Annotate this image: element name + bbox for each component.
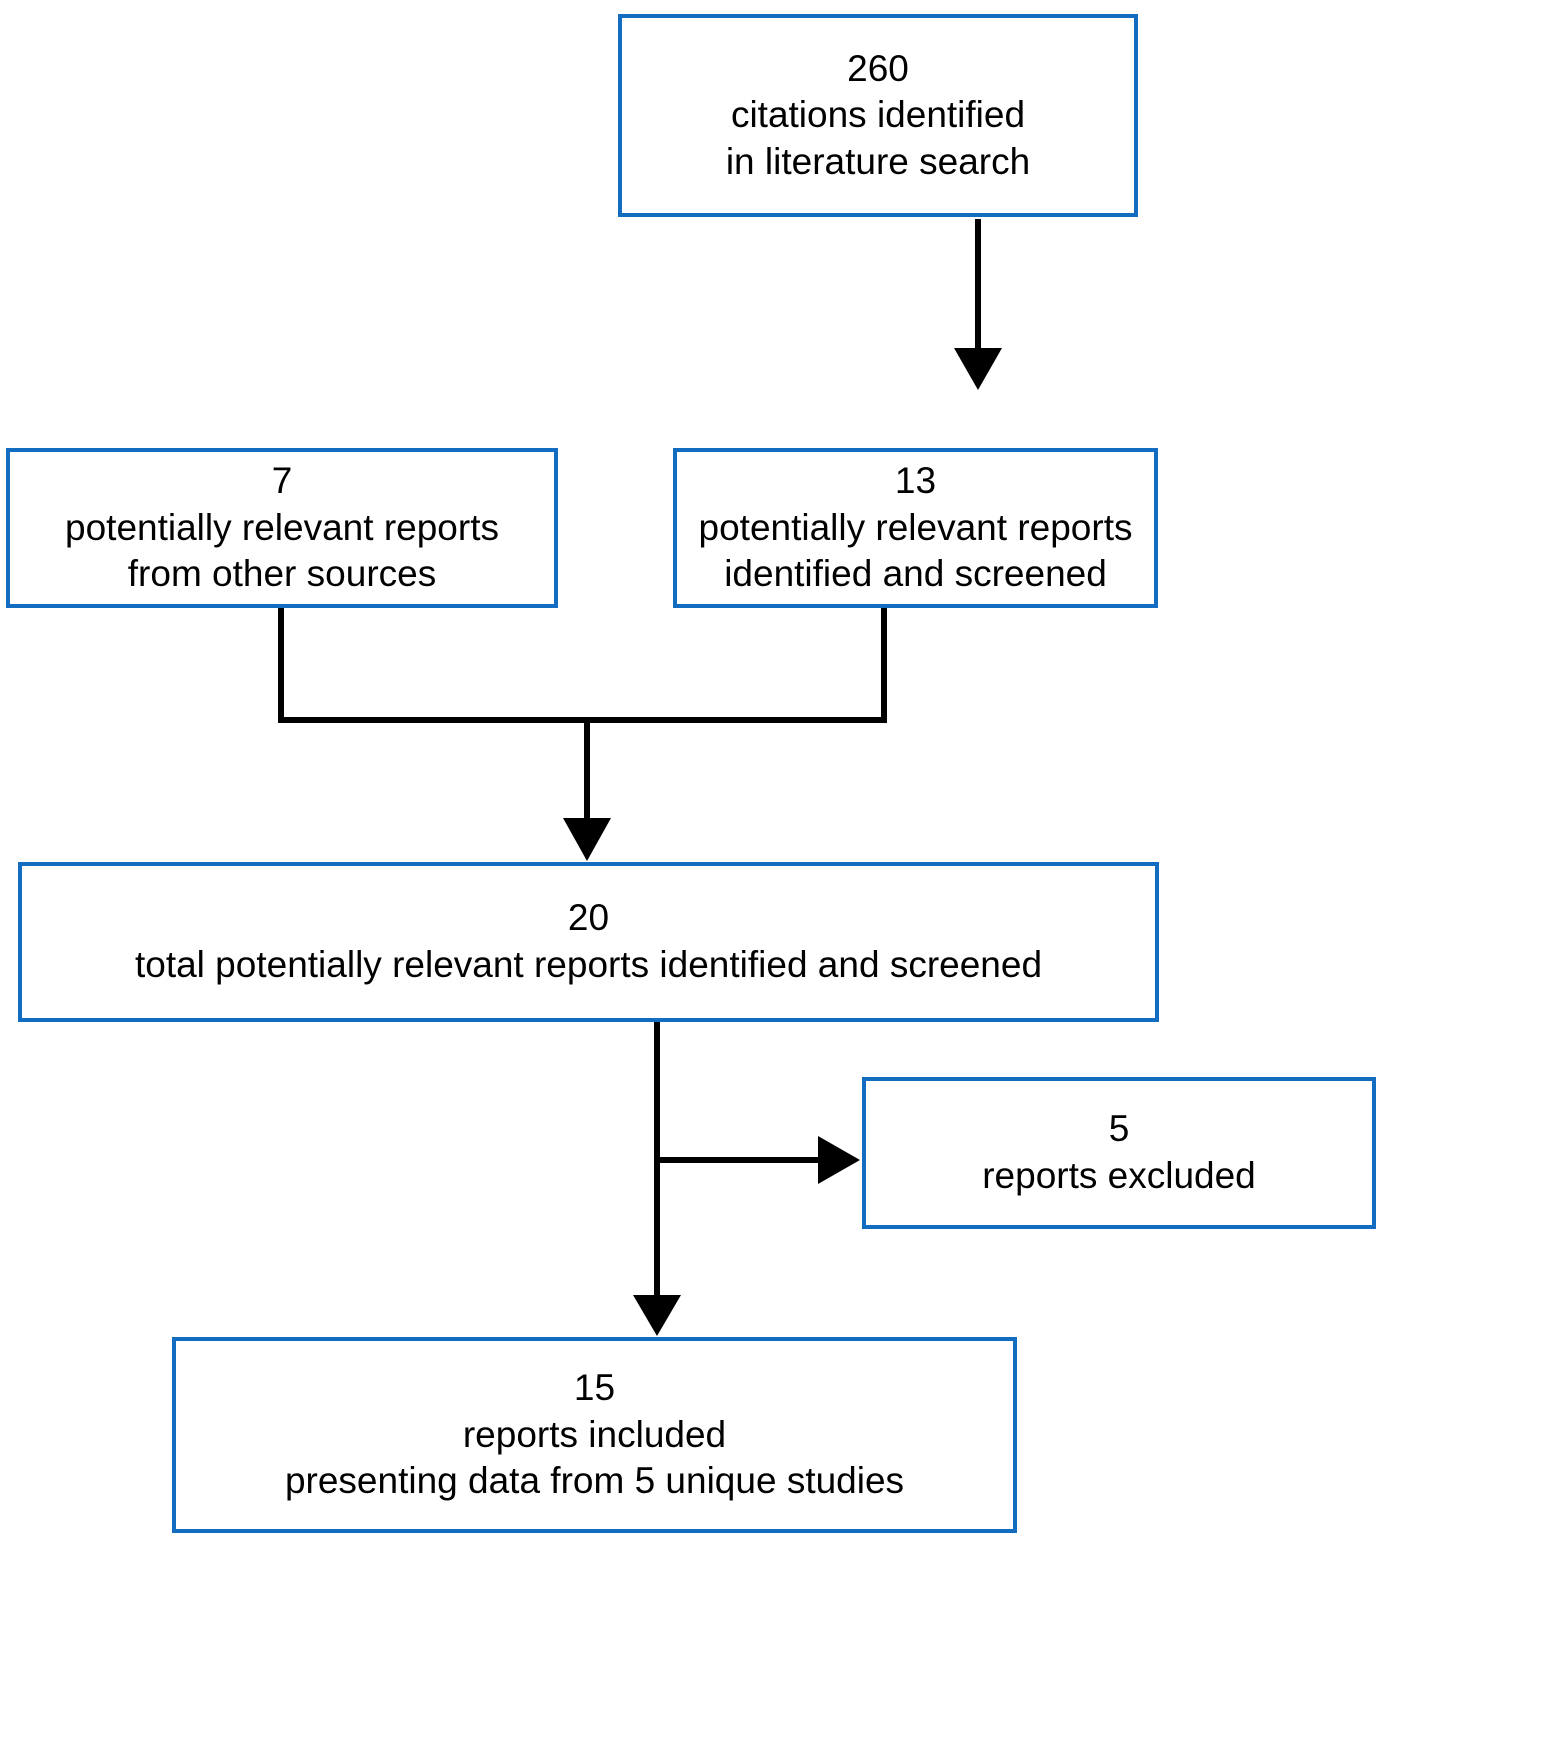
node-identified-line-2: citations identified bbox=[730, 94, 1026, 136]
node-reports-identified-screened: 13 potentially relevant reports identifi… bbox=[673, 448, 1158, 608]
node-identified-line-3: in literature search bbox=[725, 140, 1031, 182]
node-identified-line-1: 260 bbox=[847, 47, 909, 89]
connector-identified-to-screened bbox=[954, 219, 1002, 390]
node-screened-line-1: 13 bbox=[894, 460, 937, 502]
node-excluded-line-2: reports excluded bbox=[982, 1155, 1256, 1196]
node-screened-line-3: identified and screened bbox=[724, 553, 1107, 595]
node-other-sources-line-1: 7 bbox=[271, 460, 293, 502]
node-other-sources-line-3: from other sources bbox=[127, 553, 437, 595]
node-reports-excluded: 5 reports excluded bbox=[862, 1077, 1376, 1229]
node-excluded-line-1: 5 bbox=[1108, 1108, 1130, 1150]
connector-merge-to-total bbox=[278, 608, 887, 861]
node-reports-included: 15 reports included presenting data from… bbox=[172, 1337, 1017, 1533]
node-total-screened-line-1: 20 bbox=[567, 897, 610, 939]
node-included-line-3: presenting data from 5 unique studies bbox=[284, 1460, 905, 1502]
node-reports-other-sources: 7 potentially relevant reports from othe… bbox=[6, 448, 558, 608]
connector-total-to-excluded-and-included bbox=[633, 1022, 860, 1336]
node-citations-identified: 260 citations identified in literature s… bbox=[618, 14, 1138, 217]
node-included-line-2: reports included bbox=[462, 1413, 727, 1455]
node-total-screened-line-2: total potentially relevant reports ident… bbox=[134, 944, 1043, 985]
node-other-sources-line-2: potentially relevant reports bbox=[65, 506, 499, 548]
node-total-reports-screened: 20 total potentially relevant reports id… bbox=[18, 862, 1159, 1022]
node-screened-line-2: potentially relevant reports bbox=[698, 506, 1133, 548]
node-included-line-1: 15 bbox=[573, 1367, 616, 1409]
